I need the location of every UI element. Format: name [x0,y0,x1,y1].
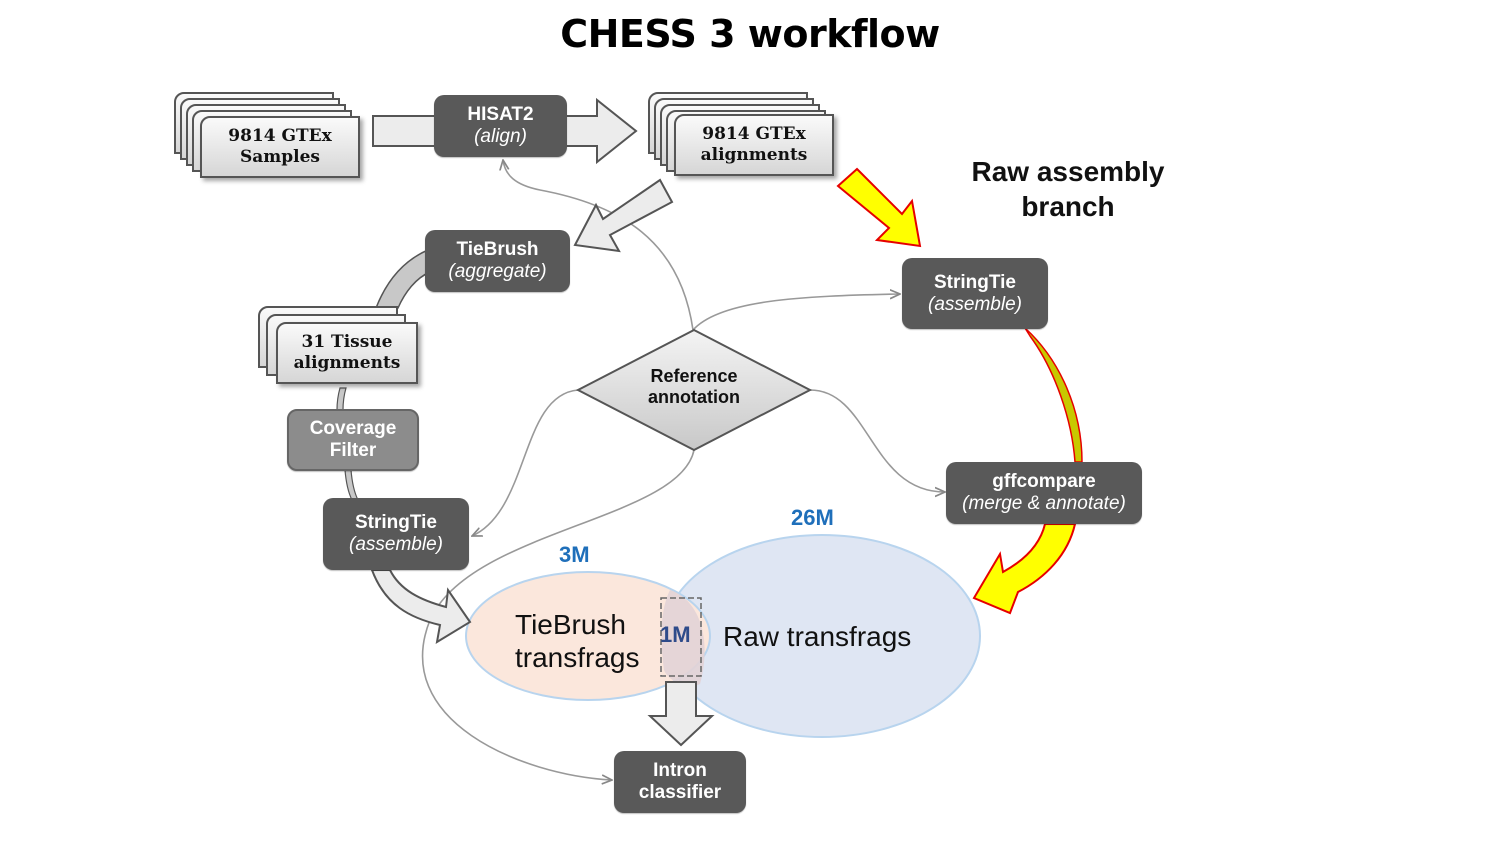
tiebrush-box: TieBrush (aggregate) [425,230,570,292]
arc-tissue-to-coverage [336,387,347,411]
connector-ref-to-hisat2 [503,160,694,331]
stringtie-right-box: StringTie (assemble) [902,258,1048,329]
alignments-card: 9814 GTEx alignments [674,114,834,176]
arrow-gffcompare-to-raw-transfrags-highlight [972,523,1077,615]
coverage-filter-box: Coverage Filter [287,409,419,471]
tiebrush-count: 3M [559,542,590,567]
tiebrush-transfrags-ellipse [465,571,711,701]
overlap-region [661,590,705,686]
hisat2-box: HISAT2 (align) [434,95,567,157]
tissue-card: 31 Tissue alignments [276,322,418,384]
arc-tiebrush-to-tissue [374,248,431,309]
raw-transfrags-label: Raw transfrags [723,621,912,652]
stringtie-left-box: StringTie (assemble) [323,498,469,570]
connector-ref-to-stringtie-right [692,294,900,331]
arrow-stringtie-to-tiebrush-transfrags [370,569,472,644]
overlap-bracket [660,597,702,677]
gffcompare-box: gffcompare (merge & annotate) [946,462,1142,524]
arrow-alignments-to-tiebrush [573,178,674,253]
raw-assembly-branch-label: Raw assembly branch [971,156,1165,222]
intron-classifier-box: Intron classifier [614,751,746,813]
arrow-overlap-to-intron-classifier [647,681,715,747]
reference-annotation-diamond [575,328,813,452]
diagram-title: CHESS 3 workflow [560,12,940,56]
connector-ref-to-stringtie-left [472,389,579,536]
arc-coverage-to-stringtie [344,469,359,501]
reference-annotation-label: Reference annotation [648,366,740,407]
arc-stringtie-to-gffcompare-highlight [1024,327,1083,463]
raw-count: 26M [791,505,834,530]
connector-ref-to-gffcompare [809,389,945,492]
tiebrush-transfrags-label: TieBrush transfrags [515,609,640,673]
overlap-count: 1M [660,622,691,647]
arrow-alignments-to-stringtie-highlight [836,167,922,248]
samples-card: 9814 GTEx Samples [200,116,360,178]
